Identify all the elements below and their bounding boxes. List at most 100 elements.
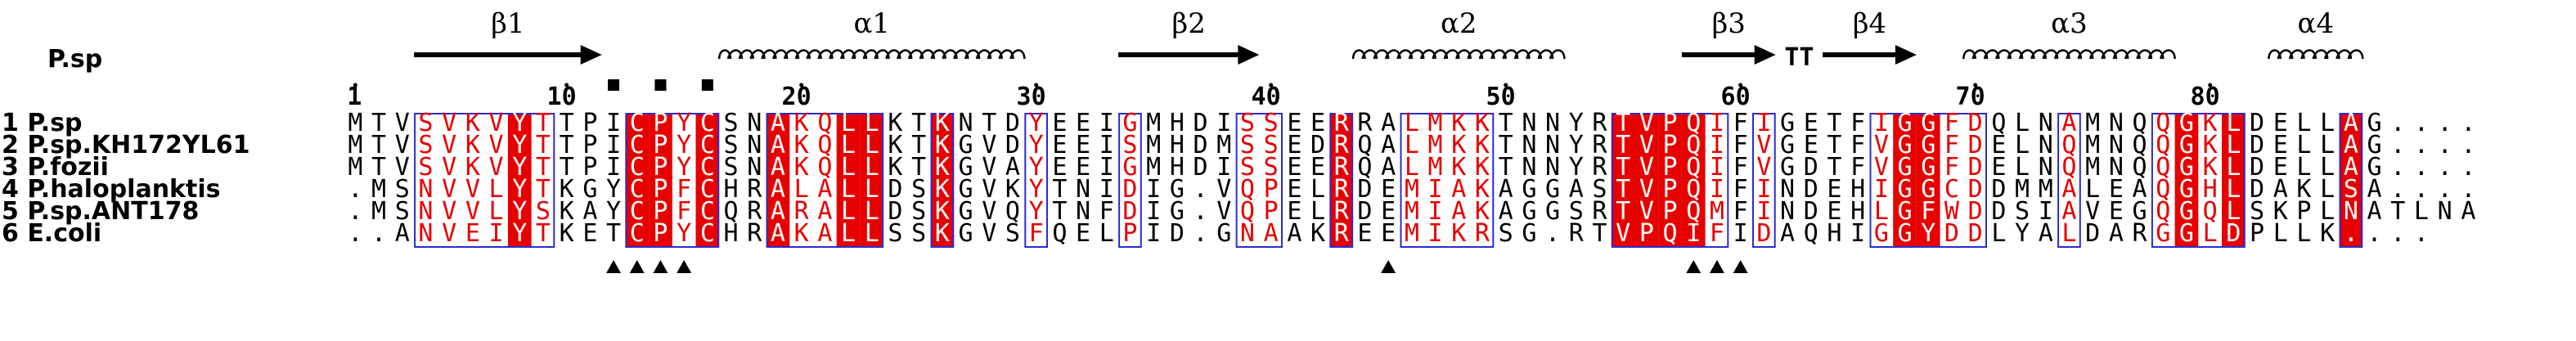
residue: Y: [2015, 219, 2030, 248]
residue: F: [1944, 109, 1959, 137]
residue: P: [1663, 197, 1678, 226]
residue: K: [1310, 219, 1325, 248]
residue: T: [371, 153, 386, 182]
residue: A: [817, 197, 832, 226]
residue: M: [1405, 175, 1419, 204]
residue: I: [1850, 219, 1865, 248]
residue: G: [2367, 153, 2382, 182]
residue: G: [1921, 131, 1935, 159]
residue: V: [395, 131, 410, 159]
residue: S: [1240, 153, 1255, 182]
residue: L: [2015, 109, 2030, 137]
site-triangle: [677, 260, 692, 273]
residue: C: [700, 219, 715, 248]
residue: Q: [724, 197, 739, 226]
residue: D: [1968, 131, 1983, 159]
residue: E: [1052, 131, 1067, 159]
residue: G: [959, 219, 973, 248]
helix-label: α2: [1441, 7, 1477, 40]
residue: G: [1122, 109, 1137, 137]
residue: T: [536, 153, 551, 182]
residue: I: [1216, 109, 1231, 137]
residue: .: [1194, 219, 1208, 248]
residue: E: [1076, 219, 1090, 248]
residue: L: [794, 175, 809, 204]
residue: .: [2414, 219, 2429, 248]
residue: M: [371, 197, 386, 226]
residue: E: [2273, 153, 2288, 182]
residue: A: [395, 219, 410, 248]
residue: Q: [1686, 153, 1701, 182]
residue: S: [1569, 197, 1584, 226]
residue: Y: [677, 131, 691, 159]
helix-coil: [1962, 49, 2176, 60]
conserved-column-fill: [625, 114, 650, 247]
residue: .: [2390, 175, 2405, 204]
residue: L: [1310, 197, 1325, 226]
residue: P: [653, 219, 668, 248]
residue: T: [1499, 109, 1513, 137]
residue: F: [1733, 153, 1748, 182]
residue: V: [1639, 175, 1654, 204]
residue: G: [1522, 219, 1536, 248]
residue: P: [653, 197, 668, 226]
residue: F: [1733, 197, 1748, 226]
residue: Q: [1991, 109, 2006, 137]
residue: D: [888, 197, 902, 226]
residue: L: [841, 109, 856, 137]
residue: D: [1357, 175, 1372, 204]
residue: I: [1216, 153, 1231, 182]
residue: K: [1475, 109, 1490, 137]
residue: .: [2438, 153, 2452, 182]
residue: C: [700, 131, 715, 159]
residue: Y: [1569, 109, 1584, 137]
residue: P: [653, 175, 668, 204]
residue: C: [700, 175, 715, 204]
residue: R: [1334, 197, 1350, 226]
residue: D: [2226, 219, 2241, 248]
residue: E: [1381, 197, 1396, 226]
residue: A: [1381, 153, 1396, 182]
residue: G: [959, 131, 973, 159]
helix-coil: [1351, 49, 1566, 60]
similarity-box: [766, 113, 884, 248]
residue: S: [1499, 219, 1513, 248]
residue: F: [1099, 197, 1114, 226]
strand-label: β3: [1712, 7, 1746, 40]
ruler-number: 30: [1017, 83, 1046, 111]
residue: .: [2367, 219, 2382, 248]
conserved-column-fill: [860, 114, 884, 247]
similarity-box: [2339, 113, 2363, 248]
residue: E: [1991, 153, 2006, 182]
residue: M: [371, 175, 386, 204]
residue: D: [1194, 131, 1208, 159]
residue: D: [1968, 197, 1983, 226]
strand-arrow-head: [1238, 45, 1260, 65]
residue: L: [865, 131, 879, 159]
residue: D: [1991, 175, 2006, 204]
residue: T: [536, 219, 551, 248]
residue: E: [1310, 153, 1325, 182]
residue: K: [1475, 175, 1490, 204]
residue: G: [2179, 109, 2194, 137]
residue: D: [2250, 131, 2264, 159]
residue: K: [465, 109, 480, 137]
residue: S: [911, 175, 926, 204]
residue: N: [747, 153, 762, 182]
residue: R: [1334, 153, 1350, 182]
residue: Q: [1663, 219, 1678, 248]
similarity-box: [2151, 113, 2246, 248]
sequence-label: 6 E.coli: [2, 219, 101, 248]
residue: P: [1663, 109, 1678, 137]
residue: P: [1122, 219, 1137, 248]
sequence-label: 5 P.sp.ANT178: [2, 197, 199, 226]
residue: T: [560, 131, 574, 159]
residue: V: [1639, 109, 1654, 137]
residue: R: [1334, 109, 1350, 137]
residue: A: [771, 131, 785, 159]
residue: N: [2438, 197, 2452, 226]
residue: N: [1780, 197, 1795, 226]
